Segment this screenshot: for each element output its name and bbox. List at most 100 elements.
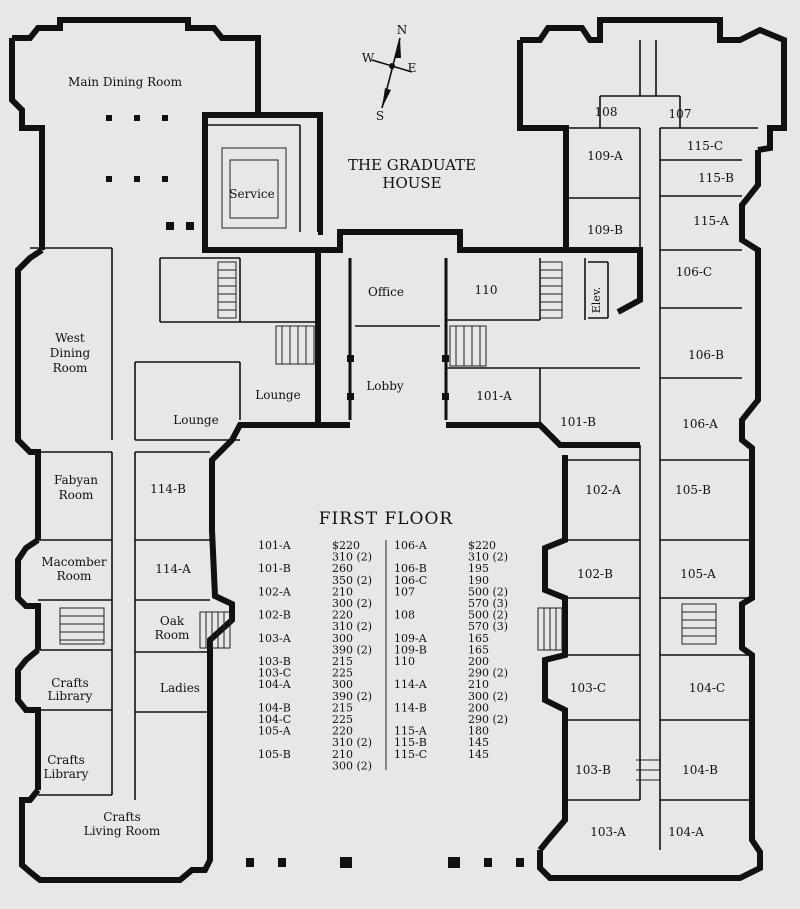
room-oak-1: Oak bbox=[160, 614, 185, 628]
center-block-walls bbox=[318, 229, 643, 448]
room-crafts-library-1b: Library bbox=[48, 689, 93, 703]
room-103b: 103-B bbox=[575, 763, 611, 777]
room-109b: 109-B bbox=[587, 223, 623, 237]
rate-price-rates_left: 350 (2) bbox=[332, 574, 372, 587]
title-line-1: THE GRADUATE bbox=[348, 156, 476, 174]
rate-room-rates_right: 109-A bbox=[394, 632, 428, 645]
compass-s: S bbox=[376, 109, 384, 123]
rate-room-rates_left: 103-C bbox=[258, 667, 291, 680]
room-fabyan-1: Fabyan bbox=[54, 473, 98, 487]
rate-price-rates_right: 300 (2) bbox=[468, 690, 508, 703]
rate-room-rates_right: 106-B bbox=[394, 562, 427, 575]
room-ladies: Ladies bbox=[160, 681, 200, 695]
rate-price-rates_left: 300 bbox=[332, 678, 353, 691]
room-105a: 105-A bbox=[680, 567, 716, 581]
room-106a: 106-A bbox=[682, 417, 718, 431]
room-104a: 104-A bbox=[668, 825, 704, 839]
room-lounge-1: Lounge bbox=[255, 388, 300, 402]
room-106b: 106-B bbox=[688, 348, 724, 362]
room-102a: 102-A bbox=[585, 483, 621, 497]
room-115c: 115-C bbox=[687, 139, 723, 153]
rate-price-rates_left: 225 bbox=[332, 713, 353, 726]
rate-price-rates_right: 500 (2) bbox=[468, 609, 508, 622]
rate-price-rates_right: 290 (2) bbox=[468, 667, 508, 680]
rate-price-rates_left: 220 bbox=[332, 725, 353, 738]
room-103a: 103-A bbox=[590, 825, 626, 839]
room-115a: 115-A bbox=[693, 214, 729, 228]
rate-price-rates_left: 300 bbox=[332, 632, 353, 645]
room-oak-2: Room bbox=[155, 628, 190, 642]
rate-price-rates_right: 200 bbox=[468, 701, 489, 714]
room-110: 110 bbox=[475, 283, 498, 297]
rate-room-rates_right: 109-B bbox=[394, 643, 427, 656]
rate-price-rates_left: 210 bbox=[332, 585, 353, 598]
rate-room-rates_left: 104-B bbox=[258, 701, 291, 714]
rate-room-rates_right: 115-B bbox=[394, 736, 427, 749]
rate-price-rates_right: 310 (2) bbox=[468, 551, 508, 564]
room-105b: 105-B bbox=[675, 483, 711, 497]
rate-price-rates_left: 300 (2) bbox=[332, 759, 372, 772]
rate-price-rates_right: 290 (2) bbox=[468, 713, 508, 726]
room-fabyan-2: Room bbox=[59, 488, 94, 502]
room-103c: 103-C bbox=[570, 681, 606, 695]
rate-room-rates_left: 105-B bbox=[258, 748, 291, 761]
rate-price-rates_right: 165 bbox=[468, 632, 489, 645]
rate-price-rates_left: 300 (2) bbox=[332, 597, 372, 610]
compass-e: E bbox=[408, 61, 417, 75]
rate-room-rates_right: 110 bbox=[394, 655, 415, 668]
rate-price-rates_left: 225 bbox=[332, 667, 353, 680]
rate-room-rates_left: 102-B bbox=[258, 609, 291, 622]
rate-price-rates_left: 390 (2) bbox=[332, 643, 372, 656]
east-wing-walls bbox=[517, 17, 787, 881]
room-109a: 109-A bbox=[587, 149, 623, 163]
rate-price-rates_left: 220 bbox=[332, 609, 353, 622]
rate-room-rates_left: 103-B bbox=[258, 655, 291, 668]
rate-price-rates_right: $220 bbox=[468, 539, 496, 552]
room-crafts-living-2: Living Room bbox=[84, 824, 161, 838]
rate-price-rates_right: 570 (3) bbox=[468, 597, 508, 610]
room-west-dining-2: Dining bbox=[50, 346, 91, 360]
room-elev: Elev. bbox=[590, 287, 603, 313]
room-main-dining: Main Dining Room bbox=[68, 75, 183, 89]
west-wing-interior bbox=[30, 115, 318, 800]
room-crafts-living-1: Crafts bbox=[103, 810, 141, 824]
rate-room-rates_right: 114-B bbox=[394, 701, 427, 714]
rate-room-rates_right: 115-A bbox=[394, 725, 428, 738]
room-crafts-library-2b: Library bbox=[44, 767, 89, 781]
room-west-dining-1: West bbox=[55, 331, 85, 345]
terrace-piers bbox=[246, 857, 524, 868]
rate-price-rates_right: 500 (2) bbox=[468, 585, 508, 598]
rate-room-rates_left: 101-A bbox=[258, 539, 292, 552]
rate-price-rates_right: 190 bbox=[468, 574, 489, 587]
compass-rose: N E S W bbox=[362, 23, 417, 123]
rate-price-rates_left: 390 (2) bbox=[332, 690, 372, 703]
room-106c: 106-C bbox=[676, 265, 712, 279]
rate-price-rates_left: $220 bbox=[332, 539, 360, 552]
compass-w: W bbox=[362, 51, 375, 65]
rate-room-rates_left: 102-A bbox=[258, 585, 292, 598]
room-crafts-library-1a: Crafts bbox=[51, 676, 89, 690]
room-102b: 102-B bbox=[577, 567, 613, 581]
rate-price-rates_left: 310 (2) bbox=[332, 620, 372, 633]
rate-price-rates_right: 570 (3) bbox=[468, 620, 508, 633]
room-104b: 104-B bbox=[682, 763, 718, 777]
rate-price-rates_right: 210 bbox=[468, 678, 489, 691]
rate-price-rates_left: 260 bbox=[332, 562, 353, 575]
rate-price-rates_right: 195 bbox=[468, 562, 489, 575]
compass-n: N bbox=[397, 23, 408, 37]
rate-price-rates_left: 210 bbox=[332, 748, 353, 761]
room-114a: 114-A bbox=[155, 562, 191, 576]
west-wing-walls bbox=[9, 17, 323, 883]
room-101a: 101-A bbox=[476, 389, 512, 403]
rate-price-rates_right: 165 bbox=[468, 643, 489, 656]
rate-price-rates_right: 145 bbox=[468, 748, 489, 761]
rate-room-rates_right: 107 bbox=[394, 585, 415, 598]
rate-room-rates_right: 114-A bbox=[394, 678, 428, 691]
room-office: Office bbox=[368, 285, 404, 299]
rate-price-rates_left: 310 (2) bbox=[332, 736, 372, 749]
room-macomber-2: Room bbox=[57, 569, 92, 583]
rate-price-rates_right: 145 bbox=[468, 736, 489, 749]
rate-room-rates_left: 101-B bbox=[258, 562, 291, 575]
